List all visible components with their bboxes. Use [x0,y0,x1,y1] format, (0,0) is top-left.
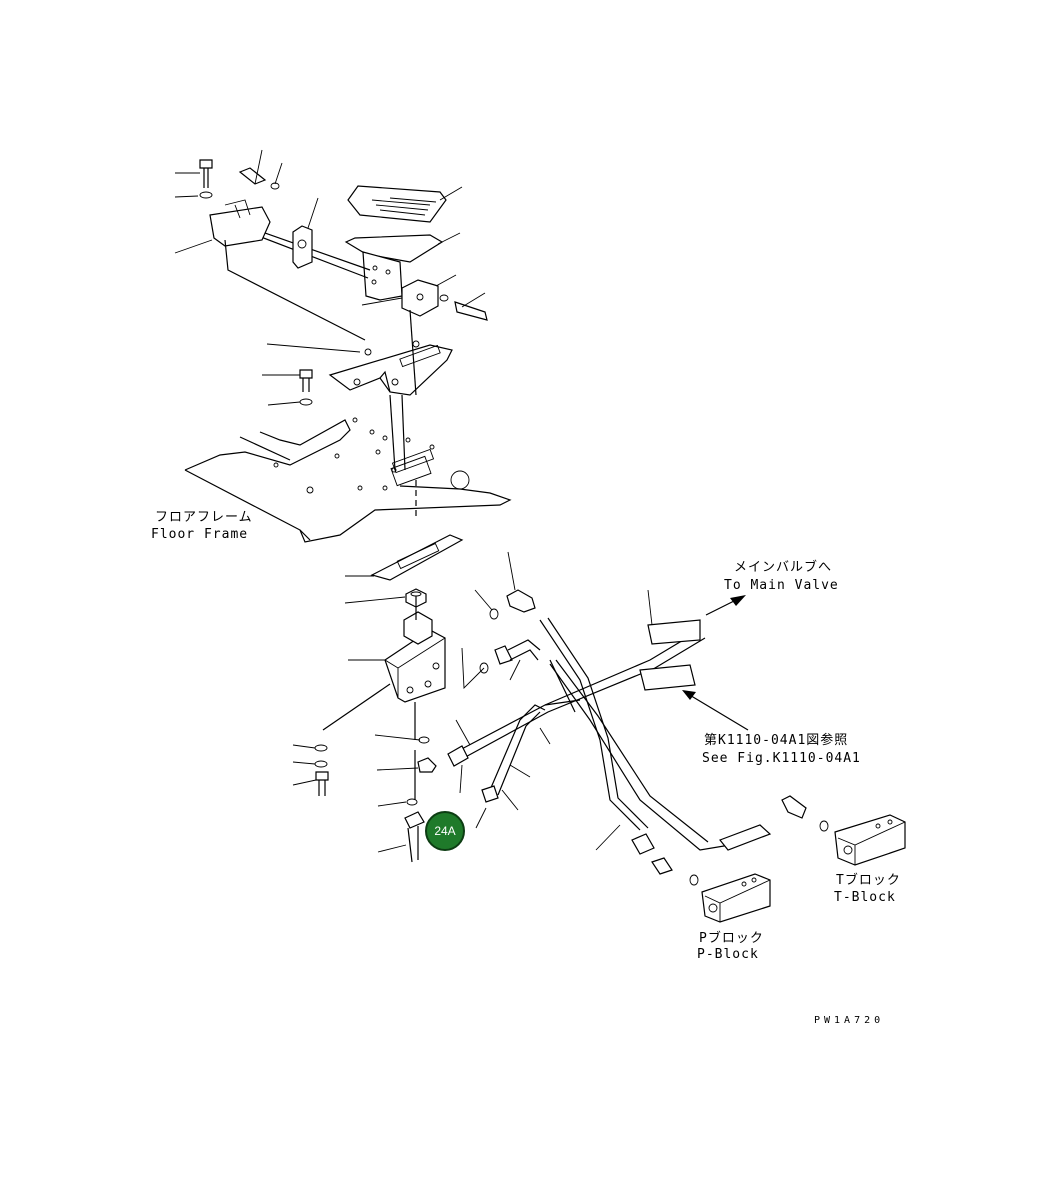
t-block-label-jp: Tブロック [836,872,901,888]
floor-frame-label-jp: フロアフレーム [155,510,253,525]
floor-frame-label-en: Floor Frame [151,527,248,542]
t-block-label-en: T-Block [834,890,896,905]
lower-pedal [344,234,444,301]
pedal-shaft [209,199,371,341]
control-rod [389,309,417,520]
pilot-valve [322,596,446,863]
to-main-valve-arrow [705,595,746,616]
callout-24a[interactable]: 24A [425,811,465,851]
see-fig-label-jp: 第K1110-04A1図参照 [704,732,848,748]
main-valve-label-jp: メインバルブへ [734,559,832,575]
p-block [701,873,771,923]
hose-clamps [544,619,701,713]
boot-gasket [370,534,464,581]
p-block-label-jp: Pブロック [699,930,764,946]
hose-assemblies [447,617,829,886]
pedal-mount-plate [328,340,453,396]
leader-lines [174,149,653,853]
elbow-fittings [479,589,541,674]
t-block [834,814,906,866]
upper-pedal [347,185,447,223]
callout-24a-label[interactable]: 24A [434,824,455,838]
pedal-stopper-block [401,279,439,317]
see-fig-label-en: See Fig.K1110-04A1 [702,751,861,766]
p-block-label-en: P-Block [697,947,759,962]
see-fig-arrow [682,690,749,731]
floor-frame [184,417,512,543]
main-valve-label-en: To Main Valve [724,578,839,593]
valve-mounting-bolts [314,744,329,796]
callout-24a-circle[interactable] [425,811,465,851]
drawing-code: PW1A720 [814,1015,884,1026]
